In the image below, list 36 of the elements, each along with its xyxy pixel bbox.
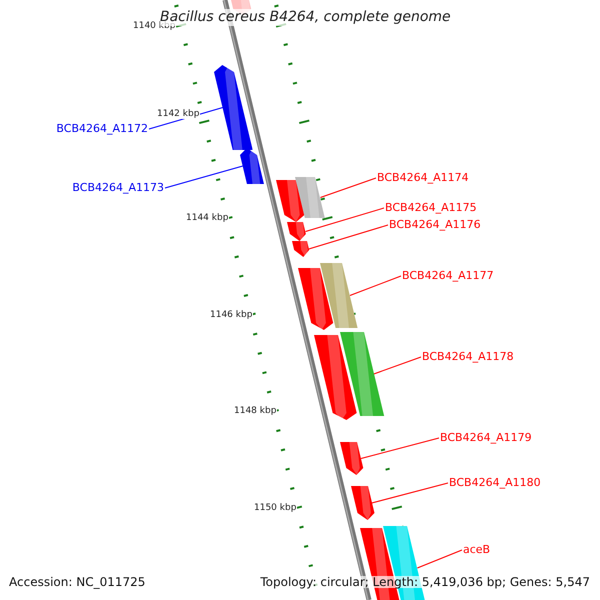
gene-feature bbox=[240, 148, 264, 184]
accession-text: Accession: NC_011725 bbox=[9, 576, 146, 588]
gene-label: BCB4264_A1176 bbox=[389, 219, 481, 231]
gene-label: BCB4264_A1173 bbox=[72, 182, 164, 194]
gene-label: BCB4264_A1180 bbox=[449, 477, 541, 489]
gene-feature bbox=[340, 332, 384, 416]
gene-label: BCB4264_A1178 bbox=[422, 351, 514, 363]
gene-label: BCB4264_A1177 bbox=[402, 270, 494, 282]
gene-label: BCB4264_A1172 bbox=[56, 123, 148, 135]
gene-feature bbox=[295, 177, 326, 218]
gene-feature bbox=[298, 268, 334, 330]
leader-line bbox=[373, 356, 422, 374]
scale-label: 1144 kbp bbox=[185, 213, 230, 223]
leader-line bbox=[371, 482, 448, 504]
leader-line bbox=[164, 166, 244, 188]
gene-feature bbox=[292, 241, 309, 257]
gene-feature bbox=[214, 65, 253, 150]
gene-feature bbox=[320, 263, 358, 328]
leader-line bbox=[308, 224, 388, 250]
leader-line bbox=[305, 208, 384, 232]
gene-feature bbox=[350, 486, 374, 520]
scale-label: 1148 kbp bbox=[233, 406, 278, 416]
scale-label: 1150 kbp bbox=[253, 503, 298, 513]
gene-label: BCB4264_A1175 bbox=[385, 202, 477, 214]
gene-label: BCB4264_A1179 bbox=[440, 432, 532, 444]
gene-feature bbox=[287, 222, 306, 241]
leader-line bbox=[360, 438, 440, 459]
gene-feature bbox=[314, 335, 358, 420]
leader-line bbox=[349, 276, 402, 296]
gene-label: BCB4264_A1174 bbox=[377, 172, 469, 184]
gene-feature bbox=[340, 442, 364, 475]
leader-line bbox=[416, 550, 462, 568]
leader-line bbox=[320, 178, 376, 198]
gene-label: aceB bbox=[463, 544, 490, 556]
scale-label: 1146 kbp bbox=[209, 310, 254, 320]
scale-label: 1142 kbp bbox=[156, 109, 200, 119]
